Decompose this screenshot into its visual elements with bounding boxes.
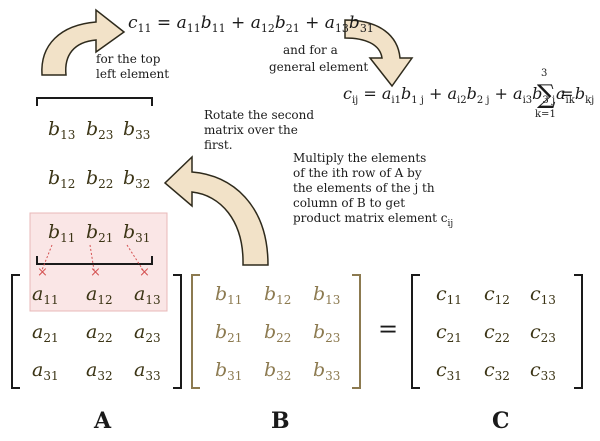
matrix-b-name: B — [271, 408, 290, 434]
c-33: c33 — [530, 359, 556, 383]
a-12: a12 — [86, 283, 113, 307]
b-33: b33 — [313, 359, 340, 383]
label-general-line1: and for a — [283, 43, 338, 57]
rotated-b-32: b32 — [123, 167, 150, 191]
pairing-lines — [41, 244, 144, 271]
svg-text:cij = ai1b1 j + ai2b2 j + ai3b: cij = ai1b1 j + ai2b2 j + ai3b3 j = — [343, 84, 574, 106]
a-33: a33 — [134, 359, 161, 383]
svg-text:aikbkj: aikbkj — [556, 84, 594, 106]
c-23: c23 — [530, 321, 556, 345]
matrix-b-left-bracket — [191, 274, 200, 389]
rotated-b-bracket-bottom — [36, 256, 153, 265]
matrix-c-name: C — [492, 408, 510, 434]
c-22: c22 — [484, 321, 510, 345]
label-multiply-line4: column of B to get — [293, 196, 405, 210]
matrix-b-right-bracket — [352, 274, 361, 389]
c-11: c11 — [436, 283, 462, 307]
a-13: a13 — [134, 283, 161, 307]
rotated-b-33: b33 — [123, 118, 150, 142]
label-multiply-line2: of the ith row of A by — [293, 166, 422, 180]
c-21: c21 — [436, 321, 462, 345]
label-general-line2: general element — [269, 60, 368, 74]
x-mark-2: × — [90, 265, 101, 280]
curved-arrow-top-left — [41, 8, 126, 76]
rotated-b-21: b21 — [86, 221, 113, 245]
sigma-lower: k=1 — [535, 109, 556, 120]
a-23: a23 — [134, 321, 161, 345]
a-31: a31 — [32, 359, 59, 383]
matrix-a: a11 a12 a13 a21 a22 a23 a31 a32 a33 — [11, 274, 182, 389]
sigma-upper: 3 — [541, 68, 547, 79]
matrix-a-right-bracket — [173, 274, 182, 389]
b-22: b22 — [264, 321, 291, 345]
rotated-b-11: b11 — [48, 221, 75, 245]
a-22: a22 — [86, 321, 113, 345]
rotated-b-13: b13 — [48, 118, 75, 142]
rotated-b-31: b31 — [123, 221, 150, 245]
a-32: a32 — [86, 359, 113, 383]
b-32: b32 — [264, 359, 291, 383]
label-multiply-line5: product matrix element cij — [293, 211, 453, 229]
c-31: c31 — [436, 359, 462, 383]
label-rotate-line2: matrix over the — [204, 123, 298, 137]
label-top-left-line2: left element — [96, 67, 169, 81]
a-21: a21 — [32, 321, 59, 345]
formula-top-left: c11 = a11b11 + a12b21 + a13b31 — [128, 13, 374, 35]
rotated-b-row3: b11 b21 b31 — [48, 221, 150, 245]
equals-sign: = — [378, 315, 398, 343]
x-mark-1: × — [37, 265, 48, 280]
b-21: b21 — [215, 321, 242, 345]
c-13: c13 — [530, 283, 556, 307]
highlight-region — [29, 212, 168, 312]
c-12: c12 — [484, 283, 510, 307]
b-23: b23 — [313, 321, 340, 345]
label-multiply-line3: the elements of the j th — [293, 181, 435, 195]
label-rotate-line1: Rotate the second — [204, 108, 314, 122]
matrix-a-left-bracket — [11, 274, 20, 389]
label-top-left-line1: for the top — [96, 52, 161, 66]
matrix-b: b11 b12 b13 b21 b22 b23 b31 b32 b33 — [191, 274, 361, 389]
b-11: b11 — [215, 283, 242, 307]
sigma-symbol: ∑ — [537, 80, 556, 110]
b-12: b12 — [264, 283, 291, 307]
formula-general: cij = ai1b1 j + ai2b2 j + ai3b3 j = ∑ 3 … — [343, 68, 594, 120]
rotated-b-22: b22 — [86, 167, 113, 191]
rotated-b-23: b23 — [86, 118, 113, 142]
matrix-a-name: A — [93, 408, 112, 434]
rotated-b: b13 b23 b33 b12 b22 b32 — [48, 118, 150, 191]
matrix-c-left-bracket — [411, 274, 420, 389]
matrix-c-right-bracket — [574, 274, 583, 389]
curved-arrow-top-right — [344, 19, 414, 88]
rotated-b-12: b12 — [48, 167, 75, 191]
b-31: b31 — [215, 359, 242, 383]
matrix-c: c11 c12 c13 c21 c22 c23 c31 c32 c33 — [411, 274, 583, 389]
a-11: a11 — [32, 283, 59, 307]
x-mark-3: × — [139, 265, 150, 280]
c-32: c32 — [484, 359, 510, 383]
curved-arrow-rotate — [163, 155, 269, 266]
rotated-b-bracket-top — [36, 97, 153, 106]
label-multiply-line1: Multiply the elements — [293, 151, 426, 165]
b-13: b13 — [313, 283, 340, 307]
svg-text:c11 = a11b11 + a12b21 + a13b31: c11 = a11b11 + a12b21 + a13b31 — [128, 13, 374, 35]
label-rotate-line3: first. — [204, 138, 233, 152]
